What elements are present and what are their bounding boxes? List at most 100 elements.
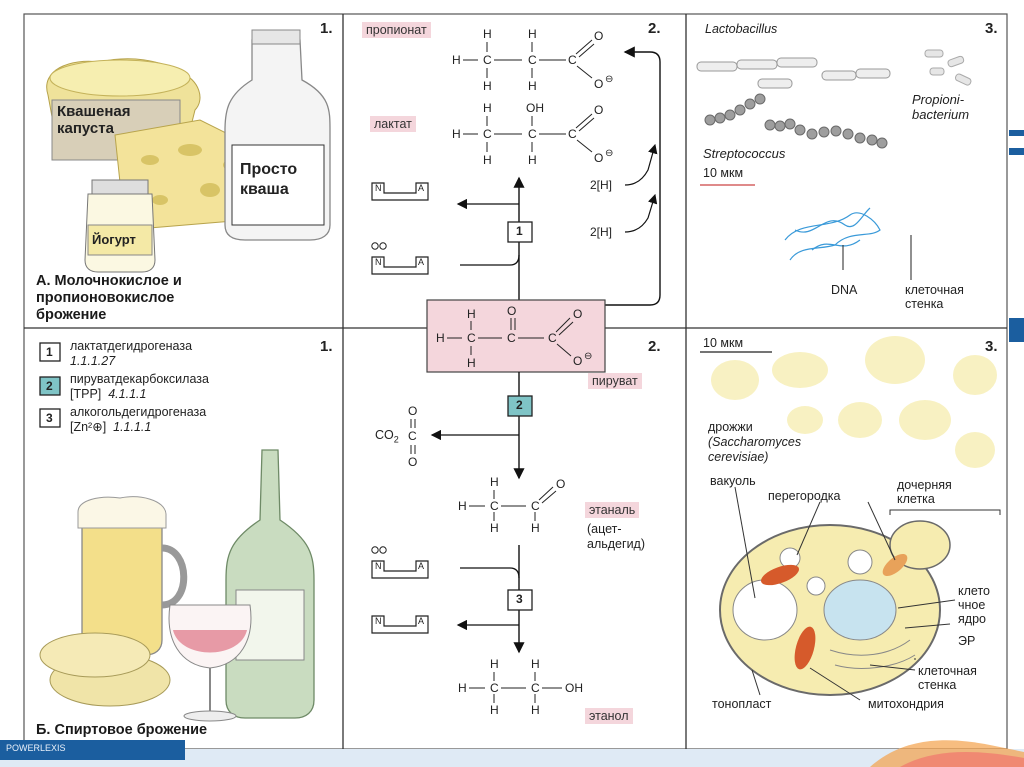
- svg-text:H: H: [528, 153, 537, 167]
- svg-text:O: O: [507, 304, 516, 318]
- dna-label: DNA: [831, 283, 858, 297]
- legend-enzyme-2-code-line: [TPP] 4.1.1.1: [70, 387, 209, 402]
- section-a-title: А. Молочнокислое и пропионовокислое брож…: [36, 273, 182, 324]
- legend-enzyme-2-box: [39, 376, 61, 396]
- footer-swirl: [870, 740, 1024, 767]
- nad-a-label-2: A: [418, 616, 425, 626]
- co2-subscript: 2: [393, 434, 399, 445]
- svg-text:C: C: [507, 331, 516, 345]
- pyruvate-label: пируват: [588, 373, 642, 389]
- svg-text:H: H: [483, 27, 492, 41]
- legend-enzyme-3-num: 3: [46, 411, 53, 425]
- legend-enzyme-1-box: [39, 342, 61, 362]
- nadh-icon-1: [371, 242, 429, 275]
- svg-text:O: O: [594, 29, 603, 43]
- prostokvasha-label-line-1: Просто: [240, 161, 298, 178]
- sauerkraut-label: Квашеная капуста: [57, 103, 131, 137]
- streptococcus-label: Streptococcus: [703, 146, 786, 161]
- nadh-icon-2: [371, 546, 429, 579]
- footer-brand-box: [0, 740, 185, 760]
- svg-text:H: H: [467, 307, 476, 321]
- svg-text:C: C: [531, 681, 540, 695]
- propionibacterium-label: Propioni- bacterium: [912, 92, 969, 122]
- footer-brand: POWERLEXIS: [6, 743, 66, 753]
- nucleus-line-2: чное: [958, 598, 986, 612]
- vacuole-label: вакуоль: [710, 474, 756, 488]
- svg-text:C: C: [568, 53, 577, 67]
- propionibacterium-line-1: Propioni-: [912, 92, 965, 107]
- nad-a-label-1: A: [418, 183, 425, 193]
- arrow-2h-1: [624, 143, 658, 186]
- svg-text:H: H: [467, 356, 476, 370]
- legend-enzyme-2: пируватдекарбоксилаза [TPP] 4.1.1.1: [70, 372, 209, 402]
- yeast-pointer-lines: [734, 486, 1001, 701]
- edge-bar-mid: [1009, 148, 1024, 155]
- svg-text:O: O: [573, 354, 582, 368]
- lactobacillus-chain: [696, 57, 891, 89]
- propionibacterium-line-2: bacterium: [912, 107, 970, 122]
- bacteria-scale-label: 10 мкм: [703, 166, 744, 180]
- tonoplast-label: тонопласт: [712, 697, 772, 711]
- svg-text:H: H: [452, 53, 461, 67]
- panel-number-bottom-1: 1.: [320, 338, 333, 355]
- sauerkraut-label-line-2: капуста: [57, 120, 114, 137]
- nucleus-line-1: клето: [958, 584, 990, 598]
- svg-text:O: O: [556, 477, 565, 491]
- nad-n-label-1: N: [375, 183, 382, 193]
- svg-text:O: O: [408, 455, 417, 469]
- daughter-cell-line-1: дочерняя: [897, 478, 952, 492]
- svg-text:C: C: [528, 127, 537, 141]
- arrow-nadh-in-2: [460, 567, 520, 579]
- sauerkraut-label-line-1: Квашеная: [57, 103, 131, 120]
- dna-tangle: [784, 207, 881, 261]
- svg-text:H: H: [458, 499, 467, 513]
- yeast-cell-wall-label: клеточная стенка: [918, 664, 977, 692]
- svg-text:OH: OH: [565, 681, 583, 695]
- yogurt-jar: [84, 179, 156, 273]
- legend-enzyme-1: лактатдегидрогеназа 1.1.1.27: [70, 339, 192, 369]
- prostokvasha-bottle: [224, 29, 331, 241]
- section-a-title-line-1: А. Молочнокислое и: [36, 273, 182, 289]
- co2-label: CO2: [375, 428, 399, 445]
- svg-text:H: H: [531, 657, 540, 671]
- svg-text:C: C: [531, 499, 540, 513]
- legend-enzyme-3-code: 1.1.1.1: [113, 420, 152, 434]
- nad-n-label-2: N: [375, 616, 382, 626]
- streptococcus-chain: [704, 93, 888, 149]
- step-3-label: 3: [516, 592, 523, 606]
- septum-label: перегородка: [768, 489, 841, 503]
- propionibacterium-cells: [924, 49, 972, 86]
- svg-text:H: H: [531, 703, 540, 717]
- nadh-a-label-1: A: [418, 257, 425, 267]
- arrow-nadh-in-1: [460, 254, 520, 266]
- yeast-scale-label: 10 мкм: [703, 336, 744, 350]
- svg-text:H: H: [490, 521, 499, 535]
- nadh-a-label-2: A: [418, 561, 425, 571]
- ethanal-structure: H H C C O H H: [458, 475, 565, 535]
- prostokvasha-label-line-2: кваша: [240, 181, 289, 198]
- svg-text:C: C: [548, 331, 557, 345]
- nadh-n-label-1: N: [375, 257, 382, 267]
- panel-number-top-2: 2.: [648, 20, 661, 37]
- legend-enzyme-3-code-line: [Zn²⊕] 1.1.1.1: [70, 420, 206, 435]
- svg-text:H: H: [452, 127, 461, 141]
- lactobacillus-label: Lactobacillus: [705, 22, 778, 36]
- svg-text:OH: OH: [526, 101, 544, 115]
- legend-enzyme-1-num: 1: [46, 345, 53, 359]
- legend-enzyme-2-prefix: [TPP]: [70, 387, 102, 401]
- svg-text:O: O: [594, 77, 603, 91]
- enzyme-step-1-box: [507, 221, 533, 243]
- svg-text:C: C: [483, 127, 492, 141]
- svg-text:C: C: [528, 53, 537, 67]
- edge-bar-low: [1009, 318, 1024, 342]
- step-1-label: 1: [516, 224, 523, 238]
- nadh-n-label-2: N: [375, 561, 382, 571]
- legend-enzyme-3-box: [39, 408, 61, 428]
- svg-text:H: H: [483, 79, 492, 93]
- legend-enzyme-3-prefix: [Zn²⊕]: [70, 420, 107, 434]
- bacteria-cell-wall-line-2: стенка: [905, 297, 944, 311]
